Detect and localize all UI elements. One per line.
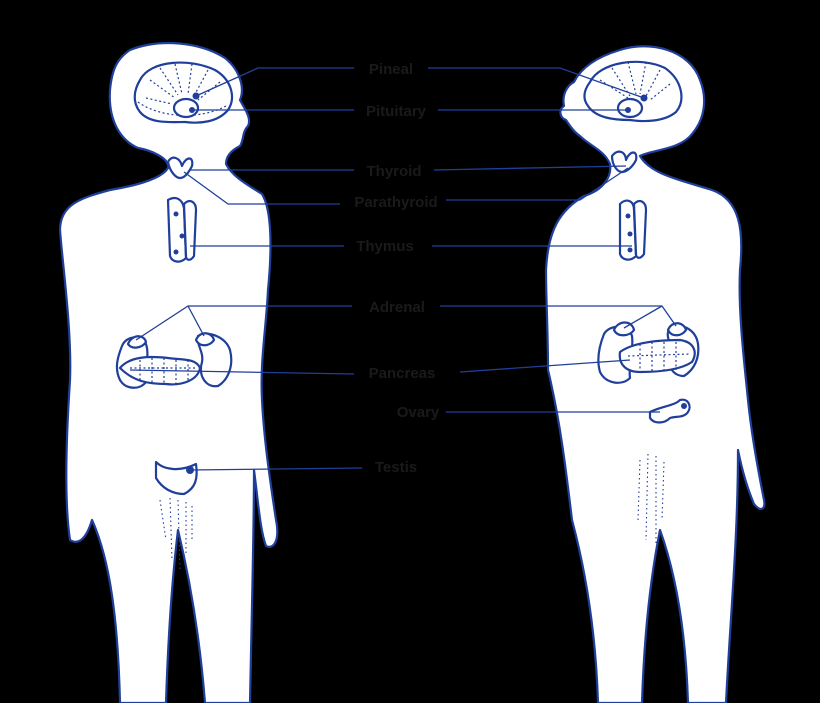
label-thymus: Thymus: [356, 238, 414, 255]
leader-pineal-male: [195, 67, 354, 97]
leader-testis: [189, 467, 363, 471]
female-thyroid: [610, 150, 638, 174]
label-parathyroid: Parathyroid: [354, 194, 437, 211]
label-adrenal: Adrenal: [369, 299, 425, 316]
female-ovary: [648, 398, 691, 424]
male-brain: [133, 61, 233, 124]
male-adrenal-right: [194, 332, 216, 347]
leader-adrenal-female-b: [623, 305, 663, 329]
label-pineal: Pineal: [369, 61, 413, 78]
leader-parathyroid-male: [183, 171, 340, 205]
leader-adrenal-male-b: [187, 305, 205, 337]
leader-lines: [129, 67, 677, 471]
labels: Pineal Pituitary Thyroid Parathyroid Thy…: [354, 61, 440, 476]
label-thyroid: Thyroid: [367, 163, 422, 180]
male-adrenal-left: [126, 335, 148, 349]
male-kidney-right: [196, 332, 233, 388]
leader-parathyroid-female: [446, 167, 629, 201]
label-pancreas: Pancreas: [369, 365, 436, 382]
leader-pancreas-male: [129, 369, 355, 375]
female-adrenal-right: [666, 322, 688, 337]
female-figure: [544, 45, 766, 703]
label-pituitary: Pituitary: [366, 103, 427, 120]
leader-thyroid-female: [433, 165, 627, 171]
leader-pineal-female: [428, 67, 645, 99]
female-body-outline: [544, 45, 766, 703]
male-pituitary: [172, 97, 200, 119]
label-testis: Testis: [375, 459, 417, 476]
male-figure: [58, 41, 279, 703]
label-ovary: Ovary: [397, 404, 440, 421]
leader-pancreas-female: [459, 359, 631, 373]
